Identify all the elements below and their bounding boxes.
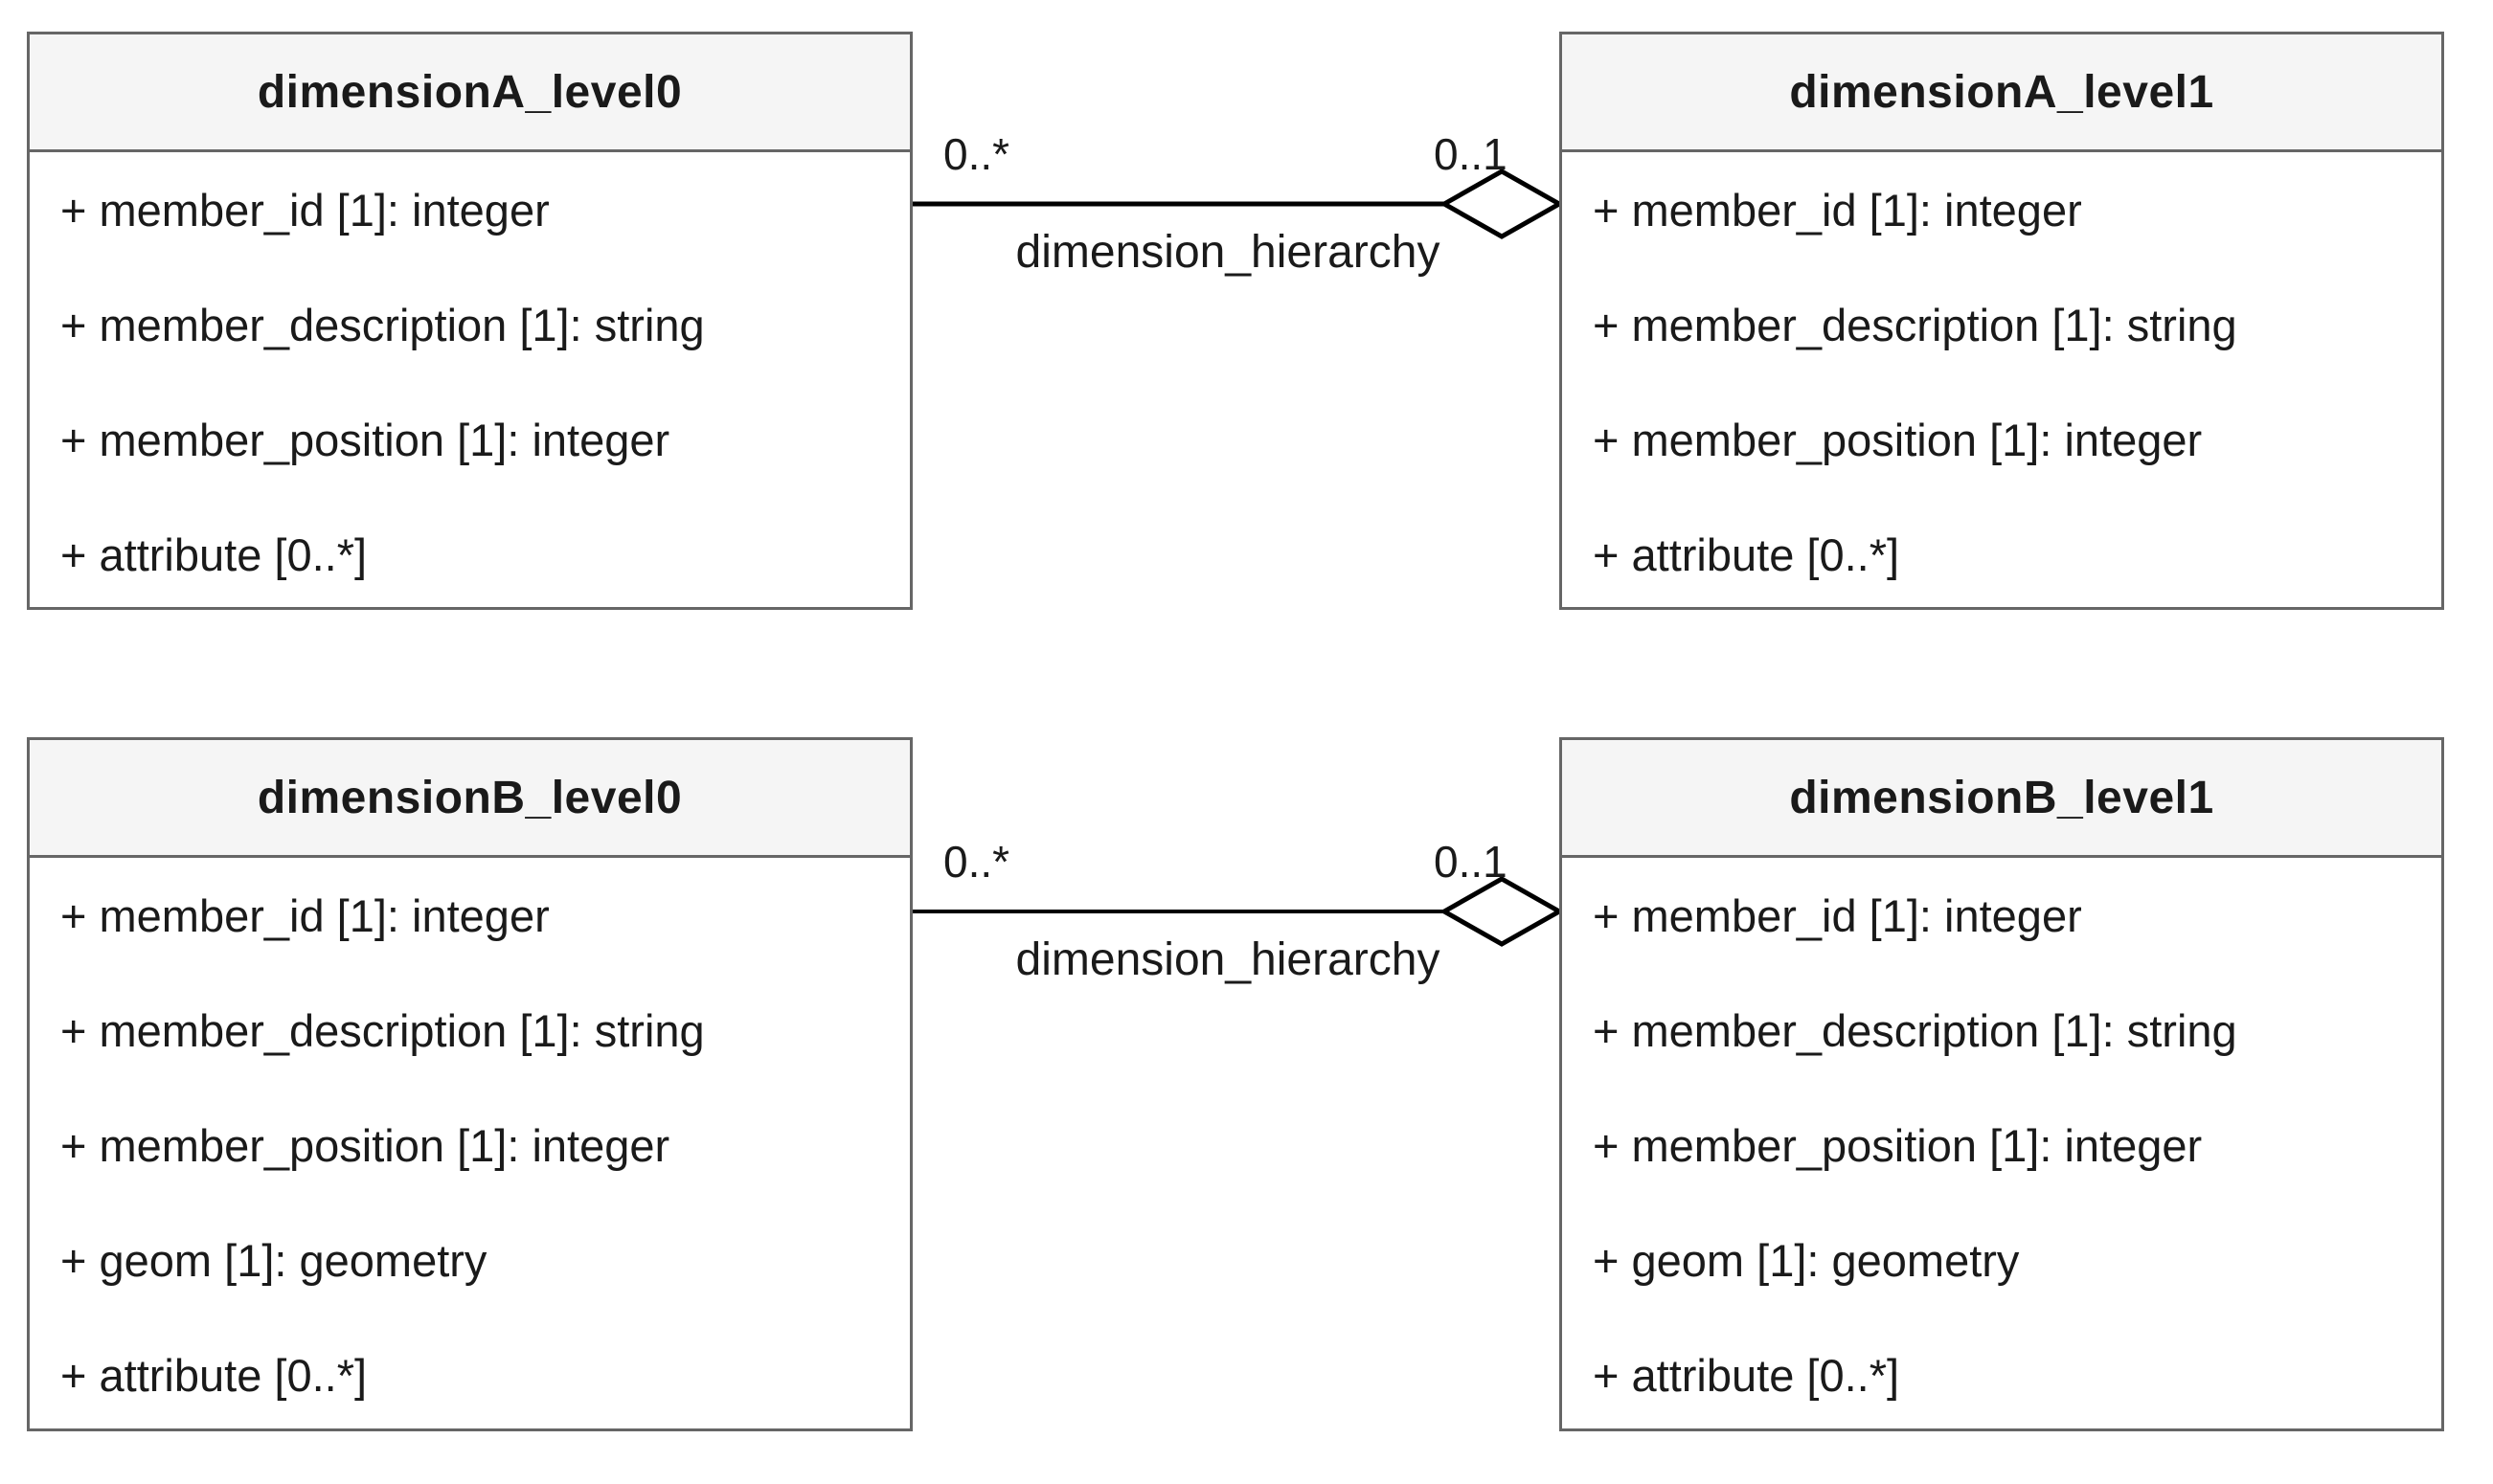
class-attribute: + member_id [1]: integer bbox=[60, 184, 550, 236]
class-attribute: + attribute [0..*] bbox=[60, 1349, 368, 1401]
relation-name-label: dimension_hierarchy bbox=[1015, 227, 1440, 278]
attribute-list: + member_id [1]: integer + member_descri… bbox=[1562, 858, 2441, 1432]
class-attribute: + member_id [1]: integer bbox=[60, 889, 550, 941]
aggregation-diamond-icon bbox=[1439, 169, 1565, 239]
multiplicity-source-label: 0..* bbox=[943, 837, 1010, 887]
class-box-dimensionB-level1: dimensionB_level1 + member_id [1]: integ… bbox=[1559, 737, 2444, 1431]
multiplicity-source-label: 0..* bbox=[943, 129, 1010, 179]
relation-name-label: dimension_hierarchy bbox=[1015, 934, 1440, 985]
class-box-dimensionA-level0: dimensionA_level0 + member_id [1]: integ… bbox=[27, 32, 913, 610]
class-attribute: + geom [1]: geometry bbox=[60, 1234, 487, 1286]
class-attribute: + member_position [1]: integer bbox=[60, 1119, 670, 1171]
class-attribute: + member_description [1]: string bbox=[1593, 1004, 2237, 1056]
class-attribute: + member_description [1]: string bbox=[60, 299, 705, 350]
class-title: dimensionA_level0 bbox=[30, 34, 910, 152]
class-attribute: + member_id [1]: integer bbox=[1593, 889, 2082, 941]
class-attribute: + attribute [0..*] bbox=[1593, 1349, 1900, 1401]
class-box-dimensionA-level1: dimensionA_level1 + member_id [1]: integ… bbox=[1559, 32, 2444, 610]
class-title: dimensionB_level1 bbox=[1562, 740, 2441, 858]
class-attribute: + member_position [1]: integer bbox=[1593, 414, 2203, 465]
class-box-dimensionB-level0: dimensionB_level0 + member_id [1]: integ… bbox=[27, 737, 913, 1431]
class-attribute: + attribute [0..*] bbox=[60, 528, 368, 580]
multiplicity-target-label: 0..1 bbox=[1434, 837, 1507, 887]
attribute-list: + member_id [1]: integer + member_descri… bbox=[30, 858, 910, 1432]
class-attribute: + member_position [1]: integer bbox=[1593, 1119, 2203, 1171]
attribute-list: + member_id [1]: integer + member_descri… bbox=[30, 152, 910, 612]
aggregation-diamond-icon bbox=[1439, 876, 1565, 947]
multiplicity-target-label: 0..1 bbox=[1434, 129, 1507, 179]
class-attribute: + member_description [1]: string bbox=[1593, 299, 2237, 350]
class-attribute: + attribute [0..*] bbox=[1593, 528, 1900, 580]
class-attribute: + member_description [1]: string bbox=[60, 1004, 705, 1056]
class-attribute: + member_id [1]: integer bbox=[1593, 184, 2082, 236]
class-title: dimensionB_level0 bbox=[30, 740, 910, 858]
class-title: dimensionA_level1 bbox=[1562, 34, 2441, 152]
attribute-list: + member_id [1]: integer + member_descri… bbox=[1562, 152, 2441, 612]
class-attribute: + member_position [1]: integer bbox=[60, 414, 670, 465]
class-attribute: + geom [1]: geometry bbox=[1593, 1234, 2020, 1286]
